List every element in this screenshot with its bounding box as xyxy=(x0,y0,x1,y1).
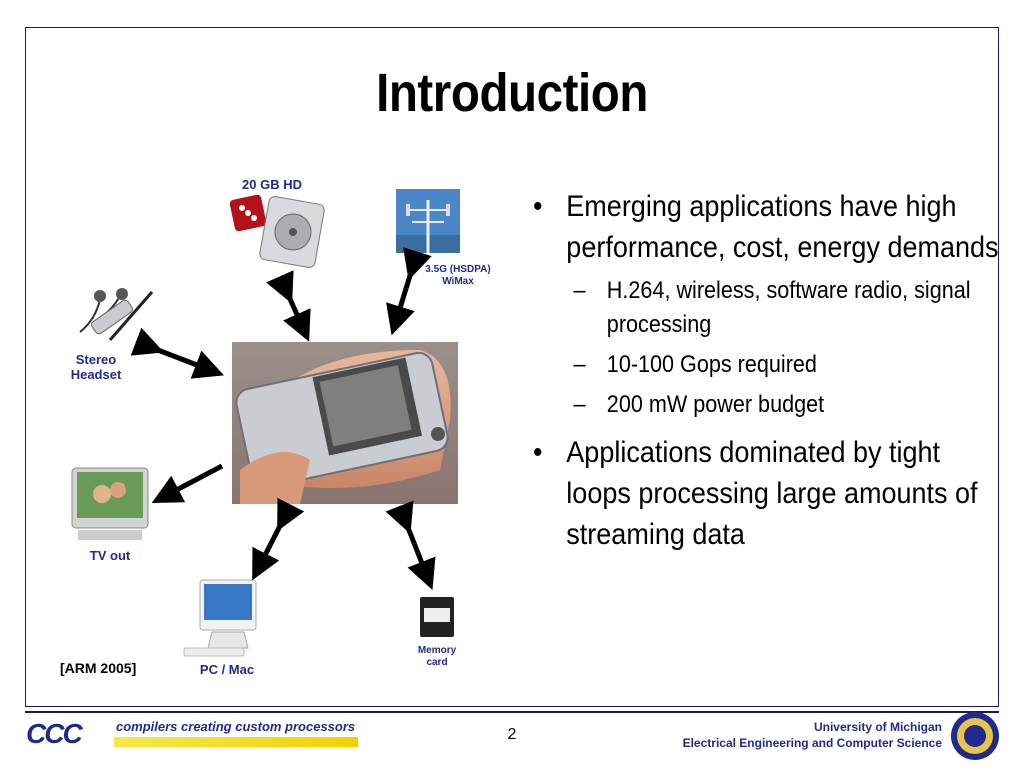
memory-label-line1: Memory xyxy=(417,645,457,656)
tv-image xyxy=(71,467,149,540)
cell-tower-image xyxy=(396,189,460,253)
tagline: compilers creating custom processors xyxy=(116,719,356,734)
citation: [ARM 2005] xyxy=(60,660,137,676)
sub-bullet-text: 200 mW power budget xyxy=(606,391,825,418)
bullet-text: Applications dominated by tight loops pr… xyxy=(566,436,978,551)
connection-arrows xyxy=(130,247,436,590)
bullet-item: • Emerging applications have high perfor… xyxy=(533,186,1007,268)
dash-glyph: – xyxy=(573,351,586,378)
tv-label: TV out xyxy=(89,548,131,563)
bullet-item: • Applications dominated by tight loops … xyxy=(533,432,1007,555)
arrow-pc xyxy=(252,497,305,581)
dash-glyph: – xyxy=(573,277,586,304)
arrow-tv xyxy=(151,463,224,503)
page-number: 2 xyxy=(507,726,517,743)
arrow-headset xyxy=(130,327,225,379)
arrow-memory xyxy=(385,500,436,590)
pc-image xyxy=(183,579,257,657)
phone-image xyxy=(232,342,458,504)
memory-label-line2: card xyxy=(426,657,448,668)
memory-label: Memory card xyxy=(400,645,474,669)
sub-bullet-item: – 200 mW power budget xyxy=(533,388,1021,422)
sub-bullet-item: – 10-100 Gops required xyxy=(533,348,1021,382)
tagline-highlight xyxy=(114,737,358,747)
sub-bullet-text: H.264, wireless, software radio, signal … xyxy=(606,277,971,338)
arrow-wireless xyxy=(386,247,432,336)
headset-label-line1: Stereo xyxy=(75,352,117,367)
university-block: University of Michigan Electrical Engine… xyxy=(683,719,942,751)
ccc-logo: CCC xyxy=(26,718,83,749)
wireless-label: 3.5G (HSDPA) WiMax xyxy=(416,264,500,288)
wireless-label-line2: WiMax xyxy=(442,276,474,287)
hd-label: 20 GB HD xyxy=(242,177,302,192)
memory-card-image xyxy=(420,597,454,637)
bullet-glyph: • xyxy=(533,190,543,223)
headset-label: Stereo Headset xyxy=(56,352,136,382)
headset-image xyxy=(79,288,154,341)
hard-disk-image xyxy=(229,194,325,268)
sub-bullet-item: – H.264, wireless, software radio, signa… xyxy=(533,274,1021,342)
arrow-hd xyxy=(266,270,311,342)
headset-label-line2: Headset xyxy=(70,367,122,382)
sub-bullet-text: 10-100 Gops required xyxy=(606,351,817,378)
bullet-list: • Emerging applications have high perfor… xyxy=(533,186,999,555)
slide-frame xyxy=(25,27,999,707)
wireless-label-line1: 3.5G (HSDPA) xyxy=(425,264,491,275)
bullet-glyph: • xyxy=(533,436,543,469)
dash-glyph: – xyxy=(573,391,586,418)
department-name: Electrical Engineering and Computer Scie… xyxy=(682,736,942,750)
slide-title: Introduction xyxy=(376,63,648,123)
pc-label: PC / Mac xyxy=(199,662,255,677)
footer-divider xyxy=(25,711,999,713)
university-name: University of Michigan xyxy=(813,720,942,734)
bullet-text: Emerging applications have high performa… xyxy=(566,190,999,264)
